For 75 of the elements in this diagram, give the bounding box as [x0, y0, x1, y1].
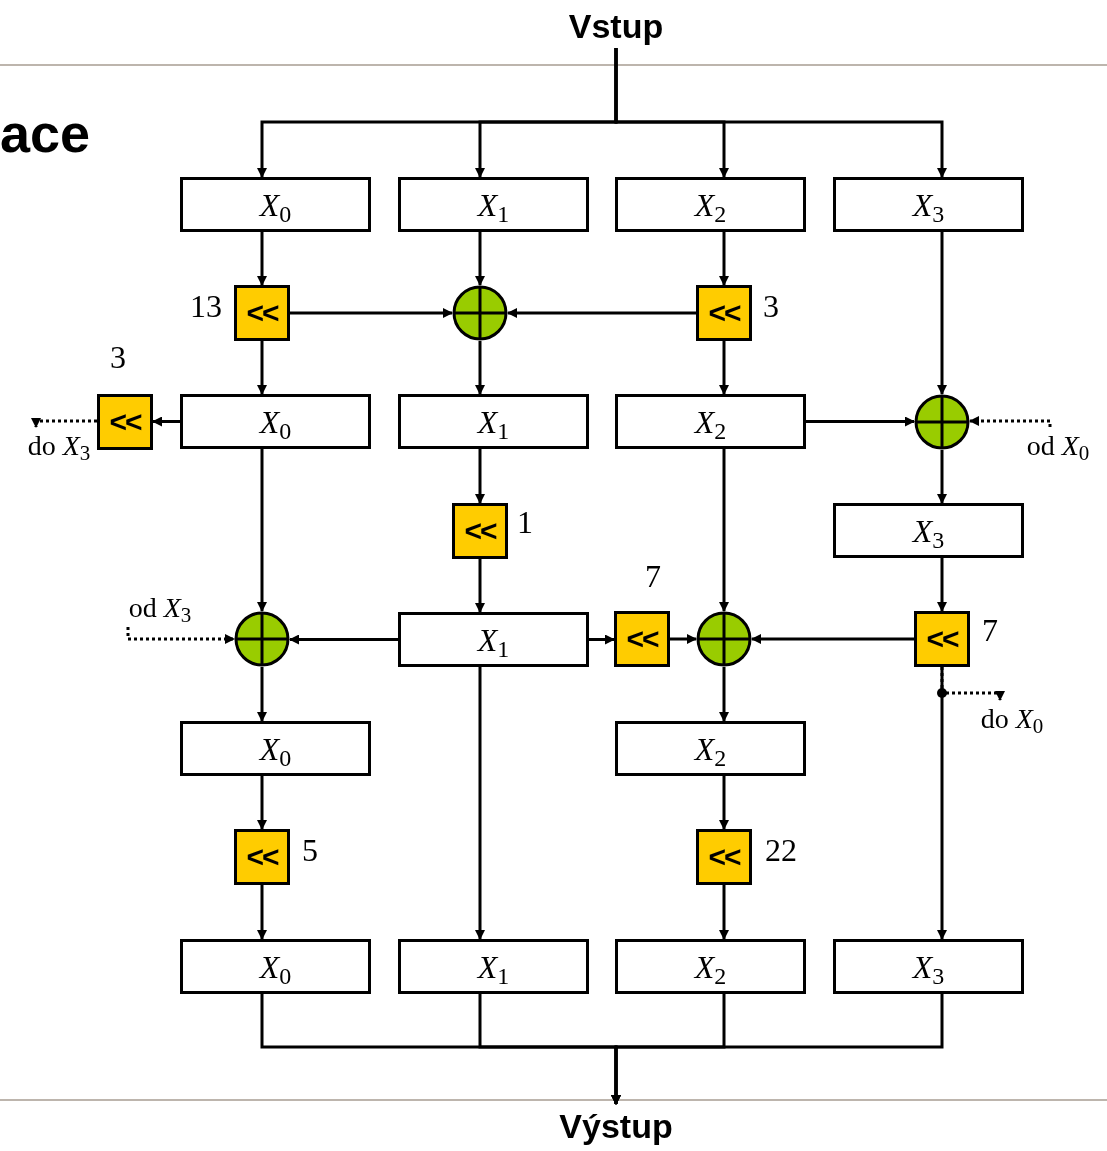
- rotate-box: <<: [452, 503, 508, 559]
- signal-label: od X$_{3}$: [114, 589, 206, 627]
- arrow: [475, 341, 485, 395]
- arrow: [257, 667, 267, 722]
- arrow: [719, 885, 729, 940]
- shift-amount: 1: [517, 506, 533, 538]
- rotate-box: <<: [696, 285, 752, 341]
- arrow: [937, 667, 947, 940]
- xor-symbol: [696, 611, 752, 667]
- arrow: [937, 232, 947, 395]
- arrow: [719, 667, 729, 722]
- shift-amount: 13: [190, 290, 222, 322]
- shift-amount: 3: [110, 341, 126, 373]
- shift-amount: 7: [645, 560, 661, 592]
- arrow: [475, 667, 485, 940]
- rotate-box: <<: [97, 394, 153, 450]
- shift-amount: 3: [763, 290, 779, 322]
- dotted-arrow: [969, 416, 1052, 427]
- arrow: [937, 558, 947, 612]
- register-box: X$_{3}$: [833, 503, 1024, 558]
- arrow: [257, 341, 267, 395]
- register-box: X$_{0}$: [180, 394, 371, 449]
- xor-symbol: [914, 394, 970, 450]
- arrow: [806, 416, 915, 427]
- register-box: X$_{0}$: [180, 721, 371, 776]
- arrow: [289, 634, 398, 645]
- arrow: [475, 449, 485, 504]
- register-box: X$_{2}$: [615, 394, 806, 449]
- arrow: [719, 341, 729, 395]
- register-box: X$_{3}$: [833, 939, 1024, 994]
- arrow: [257, 449, 267, 612]
- rotate-box: <<: [914, 611, 970, 667]
- register-box: X$_{1}$: [398, 939, 589, 994]
- register-box: X$_{3}$: [833, 177, 1024, 232]
- signal-label: od X$_{0}$: [1012, 427, 1104, 465]
- arrow: [937, 450, 947, 504]
- register-box: X$_{0}$: [180, 939, 371, 994]
- rotate-box: <<: [614, 611, 670, 667]
- rotate-box: <<: [696, 829, 752, 885]
- arrow: [751, 634, 914, 644]
- signal-label: do X$_{0}$: [966, 700, 1058, 738]
- register-box: X$_{2}$: [615, 177, 806, 232]
- arrow: [589, 634, 615, 645]
- dotted-arrow: [126, 627, 235, 644]
- register-box: X$_{0}$: [180, 177, 371, 232]
- arrow: [611, 994, 944, 1105]
- arrow: [152, 416, 180, 427]
- arrow: [257, 232, 267, 286]
- arrow: [475, 232, 485, 286]
- shift-amount: 22: [765, 834, 797, 866]
- arrow: [614, 48, 947, 178]
- shift-amount: 5: [302, 834, 318, 866]
- io-label: Vstup: [541, 4, 691, 48]
- register-box: X$_{1}$: [398, 394, 589, 449]
- rotate-box: <<: [234, 285, 290, 341]
- arrow: [670, 634, 697, 644]
- register-box: X$_{2}$: [615, 721, 806, 776]
- arrow: [719, 776, 729, 830]
- xor-symbol: [234, 611, 290, 667]
- register-box: X$_{1}$: [398, 612, 589, 667]
- register-box: X$_{2}$: [615, 939, 806, 994]
- arrow: [257, 885, 267, 940]
- shift-amount: 7: [982, 614, 998, 646]
- arrow: [719, 232, 729, 286]
- dotted-arrow: [31, 418, 97, 428]
- arrow: [290, 308, 453, 318]
- arrow: [507, 308, 696, 318]
- heading-fragment: ace: [0, 106, 91, 160]
- register-box: X$_{1}$: [398, 177, 589, 232]
- arrow: [719, 449, 729, 612]
- xor-symbol: [452, 285, 508, 341]
- io-label: Výstup: [541, 1104, 691, 1148]
- rotate-box: <<: [234, 829, 290, 885]
- arrow: [475, 559, 485, 613]
- arrow: [257, 776, 267, 830]
